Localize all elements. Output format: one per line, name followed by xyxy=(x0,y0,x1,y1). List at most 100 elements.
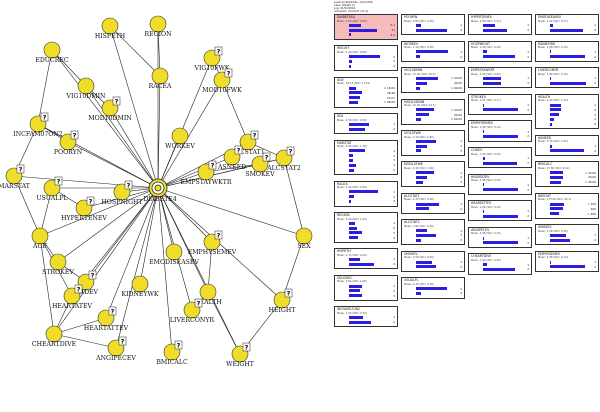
network-node[interactable]: ?EMPHYSEMEV xyxy=(188,230,237,256)
node-label: HEALTH xyxy=(194,299,222,306)
hub-node[interactable]: DIABETE4 xyxy=(143,178,177,203)
network-node[interactable]: ?BMICALC xyxy=(156,340,188,366)
network-node[interactable]: ?HEIGHT xyxy=(269,288,297,314)
node-circle[interactable] xyxy=(199,283,217,301)
monitor-footer xyxy=(402,296,464,298)
node-circle[interactable] xyxy=(131,275,149,293)
network-node[interactable]: ?HEARTATTEV xyxy=(84,306,129,332)
network-node[interactable]: ?INCFAM07ON2 xyxy=(13,112,63,138)
monitor-title: ALCSTAT2 xyxy=(404,220,420,225)
node-circle[interactable] xyxy=(149,15,167,33)
network-node[interactable]: ?ALCSTAT2 xyxy=(266,146,301,172)
probability-bar xyxy=(416,291,422,295)
node-circle[interactable] xyxy=(77,77,95,95)
node-circle[interactable] xyxy=(171,127,189,145)
node-circle[interactable] xyxy=(45,325,63,343)
network-node[interactable]: ?ASNEED xyxy=(217,145,246,171)
network-node[interactable]: ?WEIGHT xyxy=(226,342,255,368)
network-node[interactable]: KIDNEYWK xyxy=(121,275,159,298)
network-node[interactable]: VIG10DMIN xyxy=(66,77,106,100)
network-node[interactable]: ?MOD10FWK xyxy=(202,68,242,94)
network-node[interactable]: ?VIG10FWK xyxy=(193,46,230,72)
network-node[interactable]: AGE xyxy=(31,227,49,250)
node-circle[interactable] xyxy=(295,227,313,245)
network-node[interactable]: ?EMPSTAYWKTR xyxy=(180,160,232,186)
network-node[interactable]: CHEARTDIVE xyxy=(32,325,77,348)
network-node[interactable]: RACEA xyxy=(149,67,172,90)
monitor-stats: Mean: 175.20 (SD= 42.1) xyxy=(538,198,572,202)
question-mark-icon xyxy=(262,152,271,162)
network-node[interactable]: ?POORYN xyxy=(54,130,83,156)
node-circle[interactable] xyxy=(31,227,49,245)
network-node[interactable]: ?HYPERTENEV xyxy=(61,196,107,222)
node-circle[interactable] xyxy=(101,17,119,35)
network-node[interactable]: HISPETH xyxy=(95,17,126,40)
question-mark-icon xyxy=(214,46,223,56)
network-node[interactable]: EMODISEASEV xyxy=(149,243,199,266)
network-node[interactable]: ?MARSTAT xyxy=(0,164,31,190)
node-circle[interactable] xyxy=(151,67,169,85)
network-node[interactable]: WORKEV xyxy=(165,127,195,150)
node-circle[interactable] xyxy=(165,243,183,261)
network-node[interactable]: ?HOSPNIGHT xyxy=(101,180,143,206)
node-circle[interactable] xyxy=(49,253,67,271)
network-node[interactable]: ?ALCSTAT1 xyxy=(230,130,265,156)
bayesian-network-graph[interactable]: EDUCREC HISPETH REGION VIG10DMIN?MOD10DMIN R… xyxy=(0,0,330,412)
node-circle[interactable] xyxy=(43,41,61,59)
probability-row: 2 xyxy=(337,320,395,324)
network-node[interactable]: SEX xyxy=(295,227,313,250)
network-node[interactable]: EDUCREC xyxy=(35,41,69,64)
network-node[interactable]: ?LIVERCONYR xyxy=(170,298,215,324)
monitor-stats: Mean: 1.35 (SD= 0.48) xyxy=(404,198,434,202)
network-node[interactable]: STROKEV xyxy=(42,253,74,276)
network-node[interactable]: REGION xyxy=(144,15,172,38)
network-node[interactable]: ?USUALPL xyxy=(36,176,68,202)
network-node[interactable]: ?SMOKEV xyxy=(245,152,275,178)
network-node[interactable]: ?ANGIPECEV xyxy=(95,336,136,362)
state-label: > 60.00 xyxy=(450,85,462,90)
network-node[interactable]: ?MOD10DMIN xyxy=(88,96,132,122)
network-node[interactable]: ?HEARTATEV xyxy=(52,284,93,310)
network-node[interactable]: HEALTH xyxy=(194,283,222,306)
state-label: 1 xyxy=(594,233,596,238)
